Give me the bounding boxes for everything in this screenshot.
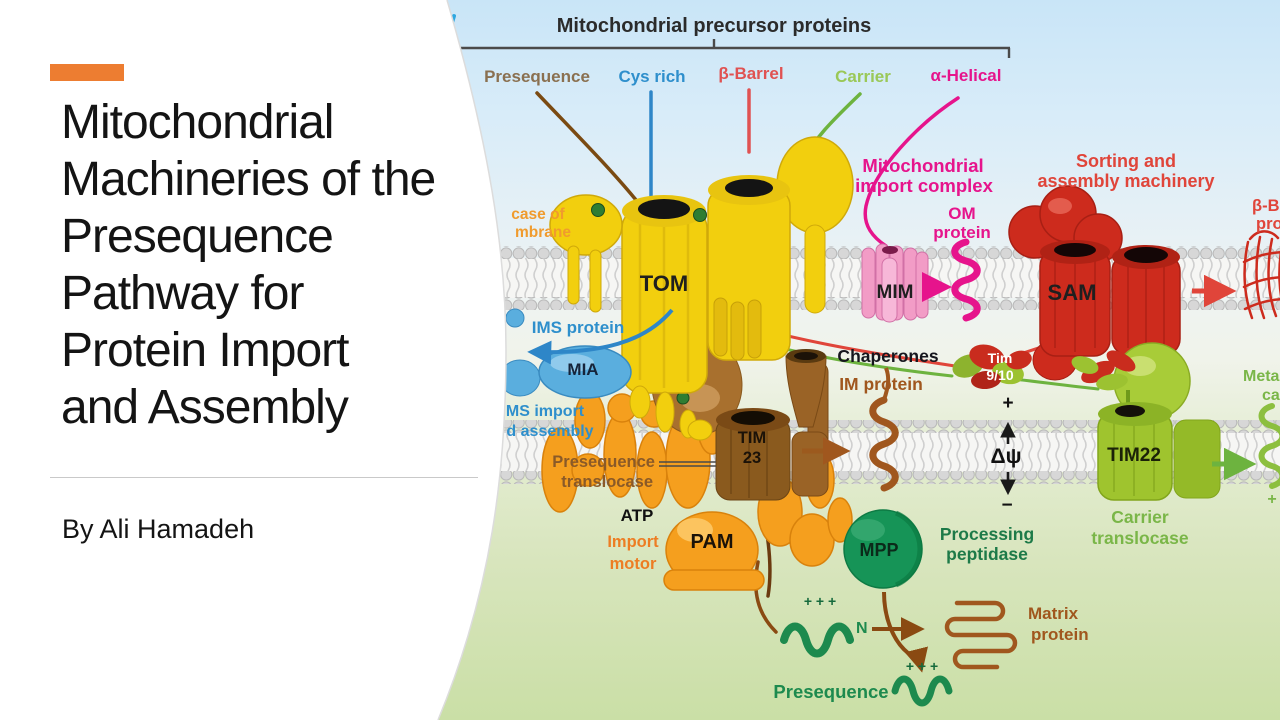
matrix-protein-squiggle <box>944 600 1018 670</box>
sam-complex <box>1008 185 1181 381</box>
ims-protein-blob <box>505 308 525 328</box>
mpp-cleavage-arrows <box>872 591 928 673</box>
om-protein-helix <box>951 238 981 322</box>
left-panel <box>0 0 506 720</box>
cleaved-presequence-helix <box>891 675 953 707</box>
tim22-complex <box>1071 342 1221 501</box>
pam-import-motor <box>541 391 853 591</box>
mim-complex <box>861 243 929 323</box>
metabolite-carrier-helix <box>1258 403 1280 489</box>
mpp-peptidase <box>843 509 923 589</box>
tom-complex <box>549 136 854 441</box>
precursor-bracket <box>457 39 1011 58</box>
im-protein-helix <box>869 396 899 492</box>
im-protein-tail <box>882 367 891 401</box>
translocase-pointer-line <box>659 461 716 467</box>
mia-complex <box>538 345 632 399</box>
tim910-chaperone <box>952 344 1032 390</box>
n-terminal-presequence-helix <box>780 622 854 658</box>
left-panel-edge <box>437 0 507 720</box>
ims-protein-arrow <box>527 308 674 365</box>
